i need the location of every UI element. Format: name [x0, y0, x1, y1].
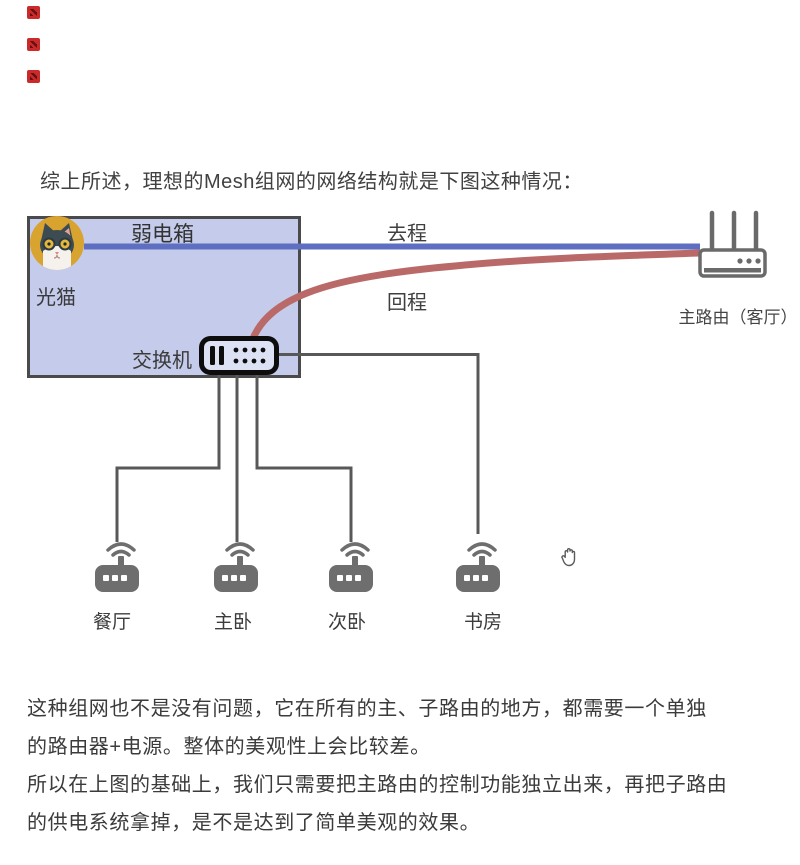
paragraph-line: 的路由器+电源。整体的美观性上会比较差。	[27, 736, 431, 758]
wire-dining	[115, 372, 221, 542]
red-marker-icon	[27, 38, 40, 51]
room-label-second: 次卧	[327, 612, 366, 633]
box-title: 弱电箱	[131, 223, 194, 246]
outbound-label: 去程	[387, 223, 427, 245]
room-label-dining: 餐厅	[92, 612, 131, 633]
return-line	[246, 249, 704, 356]
switch-label: 交换机	[132, 350, 192, 372]
wire-study	[276, 353, 480, 534]
paragraph-line: 这种组网也不是没有问题，它在所有的主、子路由的地方，都需要一个单独	[27, 698, 707, 720]
main-router-label: 主路由（客厅）	[678, 308, 798, 327]
intro-text: 综上所述，理想的Mesh组网的网络结构就是下图这种情况：	[40, 171, 583, 193]
room-label-study: 书房	[463, 612, 502, 633]
cat-avatar-icon	[29, 215, 85, 271]
wifi-router-icon	[454, 538, 502, 596]
paragraph-line: 的供电系统拿掉，是不是达到了简单美观的效果。	[27, 812, 481, 834]
modem-label: 光猫	[36, 287, 76, 309]
wifi-router-icon	[93, 538, 141, 596]
wire-second-bedroom	[255, 372, 353, 542]
paragraph-line: 所以在上图的基础上，我们只需要把主路由的控制功能独立出来，再把子路由	[27, 774, 728, 796]
network-switch-icon	[199, 336, 279, 375]
wifi-router-icon	[212, 538, 260, 596]
return-label: 回程	[387, 292, 427, 314]
red-marker-icon	[27, 6, 40, 19]
red-marker-icon	[27, 70, 40, 83]
hand-grab-cursor-icon	[556, 545, 580, 571]
room-label-master: 主卧	[213, 612, 252, 633]
wifi-router-icon	[327, 538, 375, 596]
router-outline-icon	[698, 208, 768, 278]
